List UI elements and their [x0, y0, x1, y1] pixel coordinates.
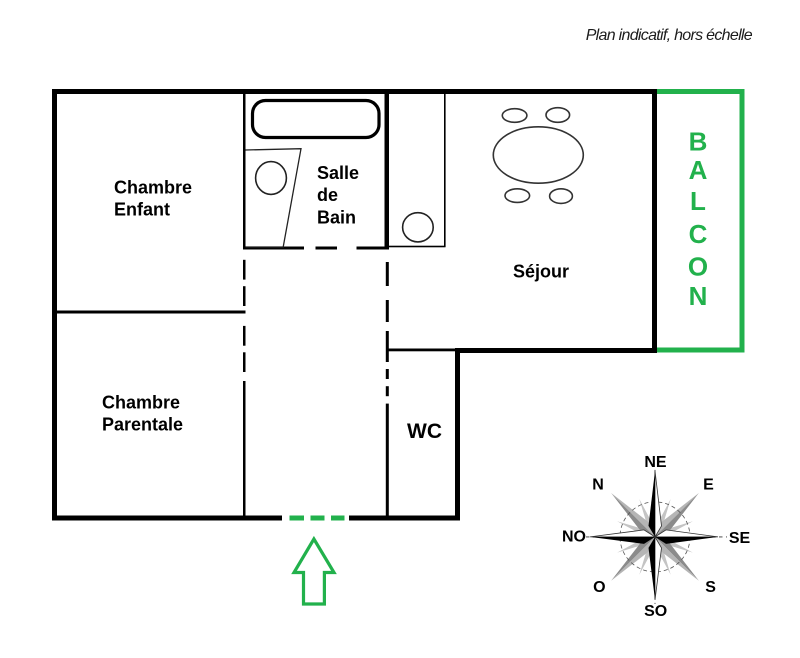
svg-text:Chambre: Chambre [114, 178, 192, 198]
svg-text:A: A [689, 155, 708, 185]
svg-text:SO: SO [644, 603, 667, 620]
svg-text:O: O [593, 579, 605, 596]
svg-text:SE: SE [729, 530, 751, 547]
svg-text:S: S [705, 579, 716, 596]
svg-text:E: E [703, 476, 714, 493]
svg-text:Plan indicatif, hors échelle: Plan indicatif, hors échelle [586, 27, 753, 44]
svg-text:O: O [688, 252, 708, 282]
svg-text:Bain: Bain [317, 208, 356, 228]
svg-text:C: C [689, 219, 708, 249]
svg-text:NE: NE [644, 454, 667, 471]
svg-text:NO: NO [562, 528, 586, 545]
svg-text:B: B [689, 126, 708, 156]
svg-text:WC: WC [407, 420, 442, 443]
svg-text:Séjour: Séjour [513, 262, 569, 282]
svg-text:de: de [317, 185, 338, 205]
svg-text:Chambre: Chambre [102, 393, 180, 413]
svg-text:N: N [592, 476, 604, 493]
svg-text:L: L [690, 186, 706, 216]
svg-text:N: N [689, 281, 708, 311]
svg-text:Salle: Salle [317, 163, 359, 183]
svg-text:Enfant: Enfant [114, 200, 170, 220]
svg-text:Parentale: Parentale [102, 414, 183, 434]
